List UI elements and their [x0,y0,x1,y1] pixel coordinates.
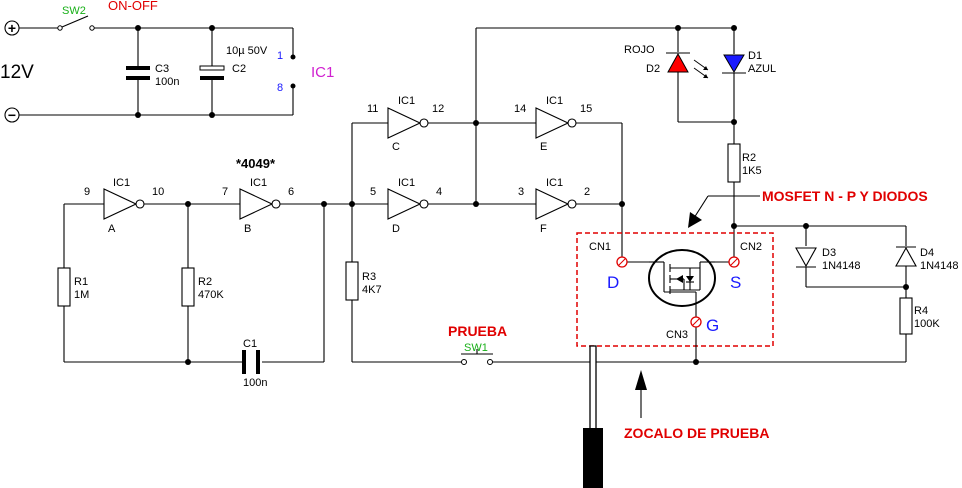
socket-label: ZOCALO DE PRUEBA [624,425,769,441]
r1-value: 1M [74,289,89,301]
r2-ref: R2 [198,276,212,288]
gate-b-ic: IC1 [250,177,267,189]
light-arrows-icon [693,59,709,79]
d4-value: 1N4148 [920,260,959,272]
switch-sw2-lever [61,15,89,28]
r4-ref: R4 [914,305,928,317]
gate-b-letter: B [244,223,251,235]
led-d1-blue: D1 AZUL [722,50,776,75]
driver-section: 11 12 IC1 C 5 4 IC1 D 14 15 IC1 E [345,27,906,365]
source-label: S [730,273,741,292]
ic-vdd-pin: 1 [277,50,283,62]
mosfet-title: MOSFET N - P Y DIODOS [762,188,928,204]
c1-value: 100n [243,377,267,389]
gate-f-output-pin: 2 [584,186,590,198]
cn3-label: CN3 [666,329,688,341]
gate-f-input-pin: 3 [518,186,524,198]
socket-outline [576,232,774,347]
test-button-sw1: PRUEBA SW1 [448,323,507,365]
drain-label: D [607,273,619,292]
gate-d-input-pin: 5 [370,186,376,198]
test-probe [583,345,603,488]
gate-d-letter: D [392,223,400,235]
d4-ref: D4 [920,247,934,259]
switch-sw2-ref: SW2 [62,5,86,17]
diode-d4: D4 1N4148 [895,246,959,272]
gate-a-letter: A [108,223,116,235]
c3-ref: C3 [155,63,169,75]
supply-voltage-label: 12V [0,62,34,83]
on-off-label: ON-OFF [108,0,158,13]
test-button-ref: SW1 [464,342,488,354]
gate-b-input-pin: 7 [222,186,228,198]
r1-ref: R1 [74,276,88,288]
resistor-r2-470k: R2 470K [181,204,224,362]
c3-value: 100n [155,76,179,88]
gate-label: G [706,316,719,335]
d2-name: ROJO [624,44,655,56]
r2-1k5-ref: R2 [742,152,756,164]
gate-e-ic: IC1 [546,95,563,107]
gate-c-input-pin: 11 [367,103,378,115]
c2-ref: C2 [232,63,246,75]
gate-b-output-pin: 6 [288,186,294,198]
r4-value: 100K [914,318,940,330]
gate-a-output-pin: 10 [152,186,164,198]
gate-b: 7 6 IC1 B [222,177,294,235]
r3-value: 4K7 [362,284,382,296]
cn1-label: CN1 [589,241,611,253]
gate-d-output-pin: 4 [436,186,442,198]
capacitor-c3: C3 100n [126,28,179,115]
mosfet-icon [648,249,716,308]
c2-value: 10µ 50V [226,45,268,57]
c1-ref: C1 [243,338,257,350]
gate-c-letter: C [392,141,400,153]
r3-ref: R3 [362,271,376,283]
d3-ref: D3 [822,247,836,259]
gate-c-output-pin: 12 [432,103,444,115]
oscillator-section: 9 10 IC1 A 7 6 IC1 B *4049* R1 1M [57,156,388,389]
d1-ref: D1 [748,50,762,62]
gate-a-ic: IC1 [113,177,130,189]
gate-a: 9 10 IC1 A [84,177,164,235]
led-d2-red: ROJO D2 [624,44,690,75]
r2-1k5-value: 1K5 [742,165,762,177]
gate-c-ic: IC1 [398,95,415,107]
gate-e-output-pin: 15 [580,103,592,115]
capacitor-c2: 10µ 50V C2 [199,28,268,115]
socket-arrow-icon [635,370,647,390]
test-socket: CN1 CN2 CN3 D S G [576,232,774,488]
negative-sign: − [8,107,16,123]
d1-name: AZUL [748,63,776,75]
gate-d-ic: IC1 [398,177,415,189]
r2-value: 470K [198,289,224,301]
cn2-label: CN2 [740,241,762,253]
d2-ref: D2 [646,63,660,75]
resistor-r4: R4 100K [899,297,940,335]
gate-f-ic: IC1 [546,177,563,189]
test-button-title: PRUEBA [448,323,507,339]
gate-e-input-pin: 14 [514,103,526,115]
gate-e-letter: E [540,141,547,153]
pointer-arrow-icon [688,212,702,228]
diode-section: D3 1N4148 D4 1N4148 R4 100K MOSFET N - P… [688,188,959,362]
ic-vss-pin: 8 [277,82,283,94]
gate-f: 3 2 IC1 F [518,177,590,235]
ic-power-label: IC1 [311,64,334,81]
gate-e: 14 15 IC1 E [514,95,592,153]
led-section: ROJO D2 D1 AZUL R2 1K5 [624,25,776,262]
chip-note: *4049* [236,156,276,171]
gate-d: 5 4 IC1 D [370,177,442,235]
capacitor-c1: C1 100n [242,338,267,389]
power-section: + − 12V SW2 ON-OFF C3 100n [0,0,334,123]
resistor-r3: R3 4K7 [345,261,382,362]
d3-value: 1N4148 [822,260,861,272]
positive-sign: + [8,20,16,36]
gate-c: 11 12 IC1 C [367,95,444,153]
resistor-r2-1k5: R2 1K5 [727,143,762,183]
gate-f-letter: F [540,223,547,235]
gate-a-input-pin: 9 [84,186,90,198]
resistor-r1: R1 1M [57,267,89,307]
